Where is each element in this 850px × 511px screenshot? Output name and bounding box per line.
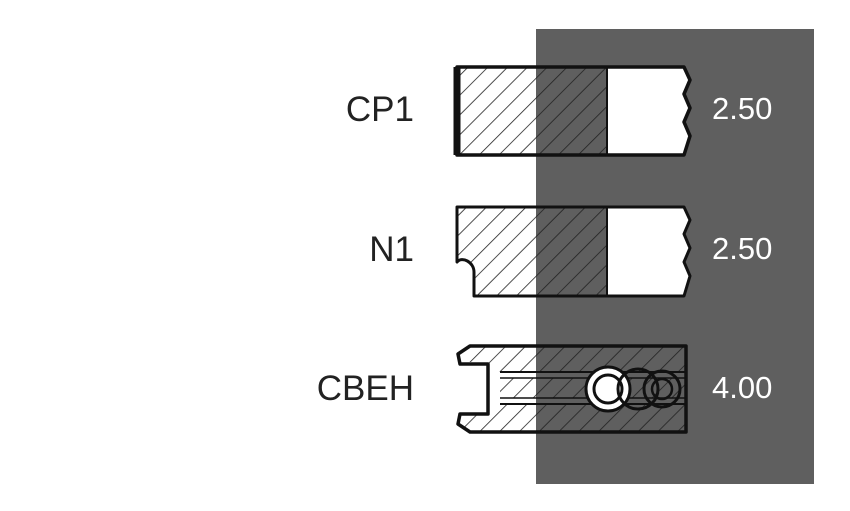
ring-value-cbeh: 4.00 [712, 370, 773, 405]
ring-value-cp1: 2.50 [712, 91, 773, 126]
ring-value-n1: 2.50 [712, 231, 773, 266]
ring-label-n1: N1 [369, 230, 414, 269]
ring-label-cbeh: CBEH [316, 369, 414, 408]
ring-label-cp1: CP1 [345, 90, 414, 129]
